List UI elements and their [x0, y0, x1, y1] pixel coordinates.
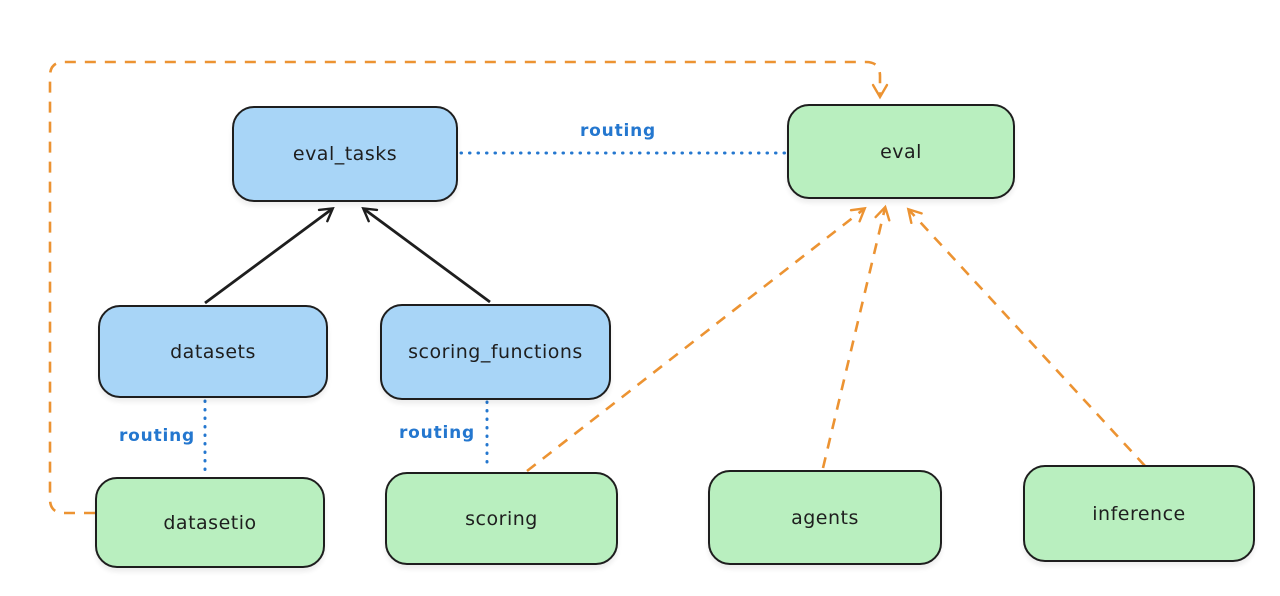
edge-scoring-functions-to-eval-tasks	[361, 206, 491, 304]
node-inference[interactable]: inference	[1023, 465, 1255, 562]
node-datasets[interactable]: datasets	[98, 305, 328, 398]
edge-label-routing-datasets-datasetio: routing	[119, 426, 195, 446]
node-datasetio-label: datasetio	[163, 511, 257, 534]
edge-datasets-to-eval-tasks	[204, 206, 335, 305]
node-eval-tasks-label: eval_tasks	[292, 143, 398, 165]
edge-inference-to-eval	[906, 207, 1146, 467]
node-scoring-label: scoring	[465, 507, 538, 530]
edge-datasetio-to-eval	[48, 60, 889, 515]
node-eval-label: eval	[880, 140, 922, 163]
edge-agents-to-eval	[821, 204, 891, 469]
node-scoring-functions[interactable]: scoring_functions	[380, 304, 611, 400]
node-agents[interactable]: agents	[708, 470, 942, 565]
node-scoring-functions-label: scoring_functions	[408, 341, 583, 363]
node-datasetio[interactable]: datasetio	[95, 477, 325, 568]
node-scoring[interactable]: scoring	[385, 472, 618, 565]
node-eval-tasks[interactable]: eval_tasks	[232, 106, 458, 202]
edge-label-routing-scoring-functions-scoring: routing	[399, 423, 475, 443]
edge-label-routing-eval-tasks-eval: routing	[580, 121, 656, 141]
node-eval[interactable]: eval	[787, 104, 1015, 199]
node-inference-label: inference	[1092, 502, 1186, 525]
node-datasets-label: datasets	[170, 340, 256, 363]
node-agents-label: agents	[791, 506, 859, 529]
